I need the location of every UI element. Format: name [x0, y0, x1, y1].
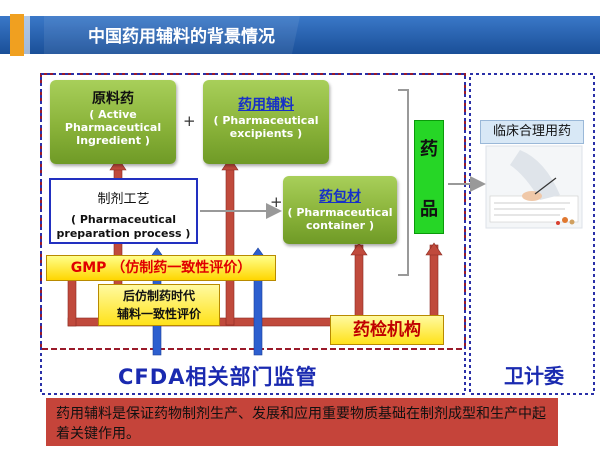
red-arrowhead-1	[109, 157, 127, 171]
plus-sign-1: +	[183, 112, 196, 130]
gmp-label: GMP （仿制药一致性评价）	[70, 260, 252, 276]
page-title: 中国药用辅料的背景情况	[88, 27, 275, 47]
product-bracket	[398, 89, 409, 276]
red-left-riser	[67, 274, 77, 327]
container-subtitle: ( Pharmaceutical container )	[287, 206, 393, 232]
regulation-frame	[40, 73, 466, 395]
excipients-box: 药用辅料 ( Pharmaceutical excipients )	[203, 80, 329, 164]
api-title: 原料药	[92, 91, 134, 107]
red-riser-2	[225, 159, 235, 326]
api-subtitle: ( Active Pharmaceutical Ingredient )	[64, 108, 162, 147]
post-eval-line-1: 后仿制药时代	[122, 289, 195, 303]
inspection-agency-box: 药检机构	[330, 315, 444, 345]
api-box: 原料药 ( Active Pharmaceutical Ingredient )	[50, 80, 176, 164]
process-subtitle: ( Pharmaceutical preparation process )	[56, 213, 191, 240]
red-riser-3	[354, 244, 364, 326]
summary-note: 药用辅料是保证药物制剂生产、发展和应用重要物质基础在制剂成型和生产中起着关键作用…	[46, 398, 558, 446]
drug-product-char-1: 药	[420, 139, 438, 160]
health-commission-label: 卫计委	[504, 364, 564, 388]
red-arrowhead-3	[350, 242, 368, 256]
red-arrowhead-2	[221, 157, 239, 171]
container-title: 药包材	[319, 189, 361, 205]
excipients-title: 药用辅料	[238, 97, 294, 113]
cfda-label: CFDA相关部门监管	[118, 365, 318, 389]
title-bar	[0, 14, 600, 56]
process-box: 制剂工艺 ( Pharmaceutical preparation proces…	[49, 178, 198, 244]
gmp-bar: GMP （仿制药一致性评价）	[46, 255, 276, 281]
clinical-use-box: 临床合理用药	[480, 120, 584, 144]
post-generic-eval-box: 后仿制药时代 辅料一致性评价	[98, 284, 220, 326]
red-arrowhead-4	[425, 242, 443, 256]
plus-sign-2: +	[270, 193, 283, 211]
drug-product-box: 药 品	[414, 120, 444, 234]
red-riser-4	[429, 244, 439, 324]
excipients-subtitle: ( Pharmaceutical excipients )	[213, 114, 319, 140]
drug-product-char-2: 品	[420, 199, 438, 220]
inspection-agency-label: 药检机构	[353, 320, 421, 340]
process-title: 制剂工艺	[97, 192, 150, 207]
clinical-use-label: 临床合理用药	[492, 124, 571, 139]
post-eval-line-2: 辅料一致性评价	[116, 307, 201, 321]
container-box: 药包材 ( Pharmaceutical container )	[283, 176, 397, 244]
clinical-illustration	[485, 145, 583, 229]
clinical-frame	[469, 73, 595, 395]
